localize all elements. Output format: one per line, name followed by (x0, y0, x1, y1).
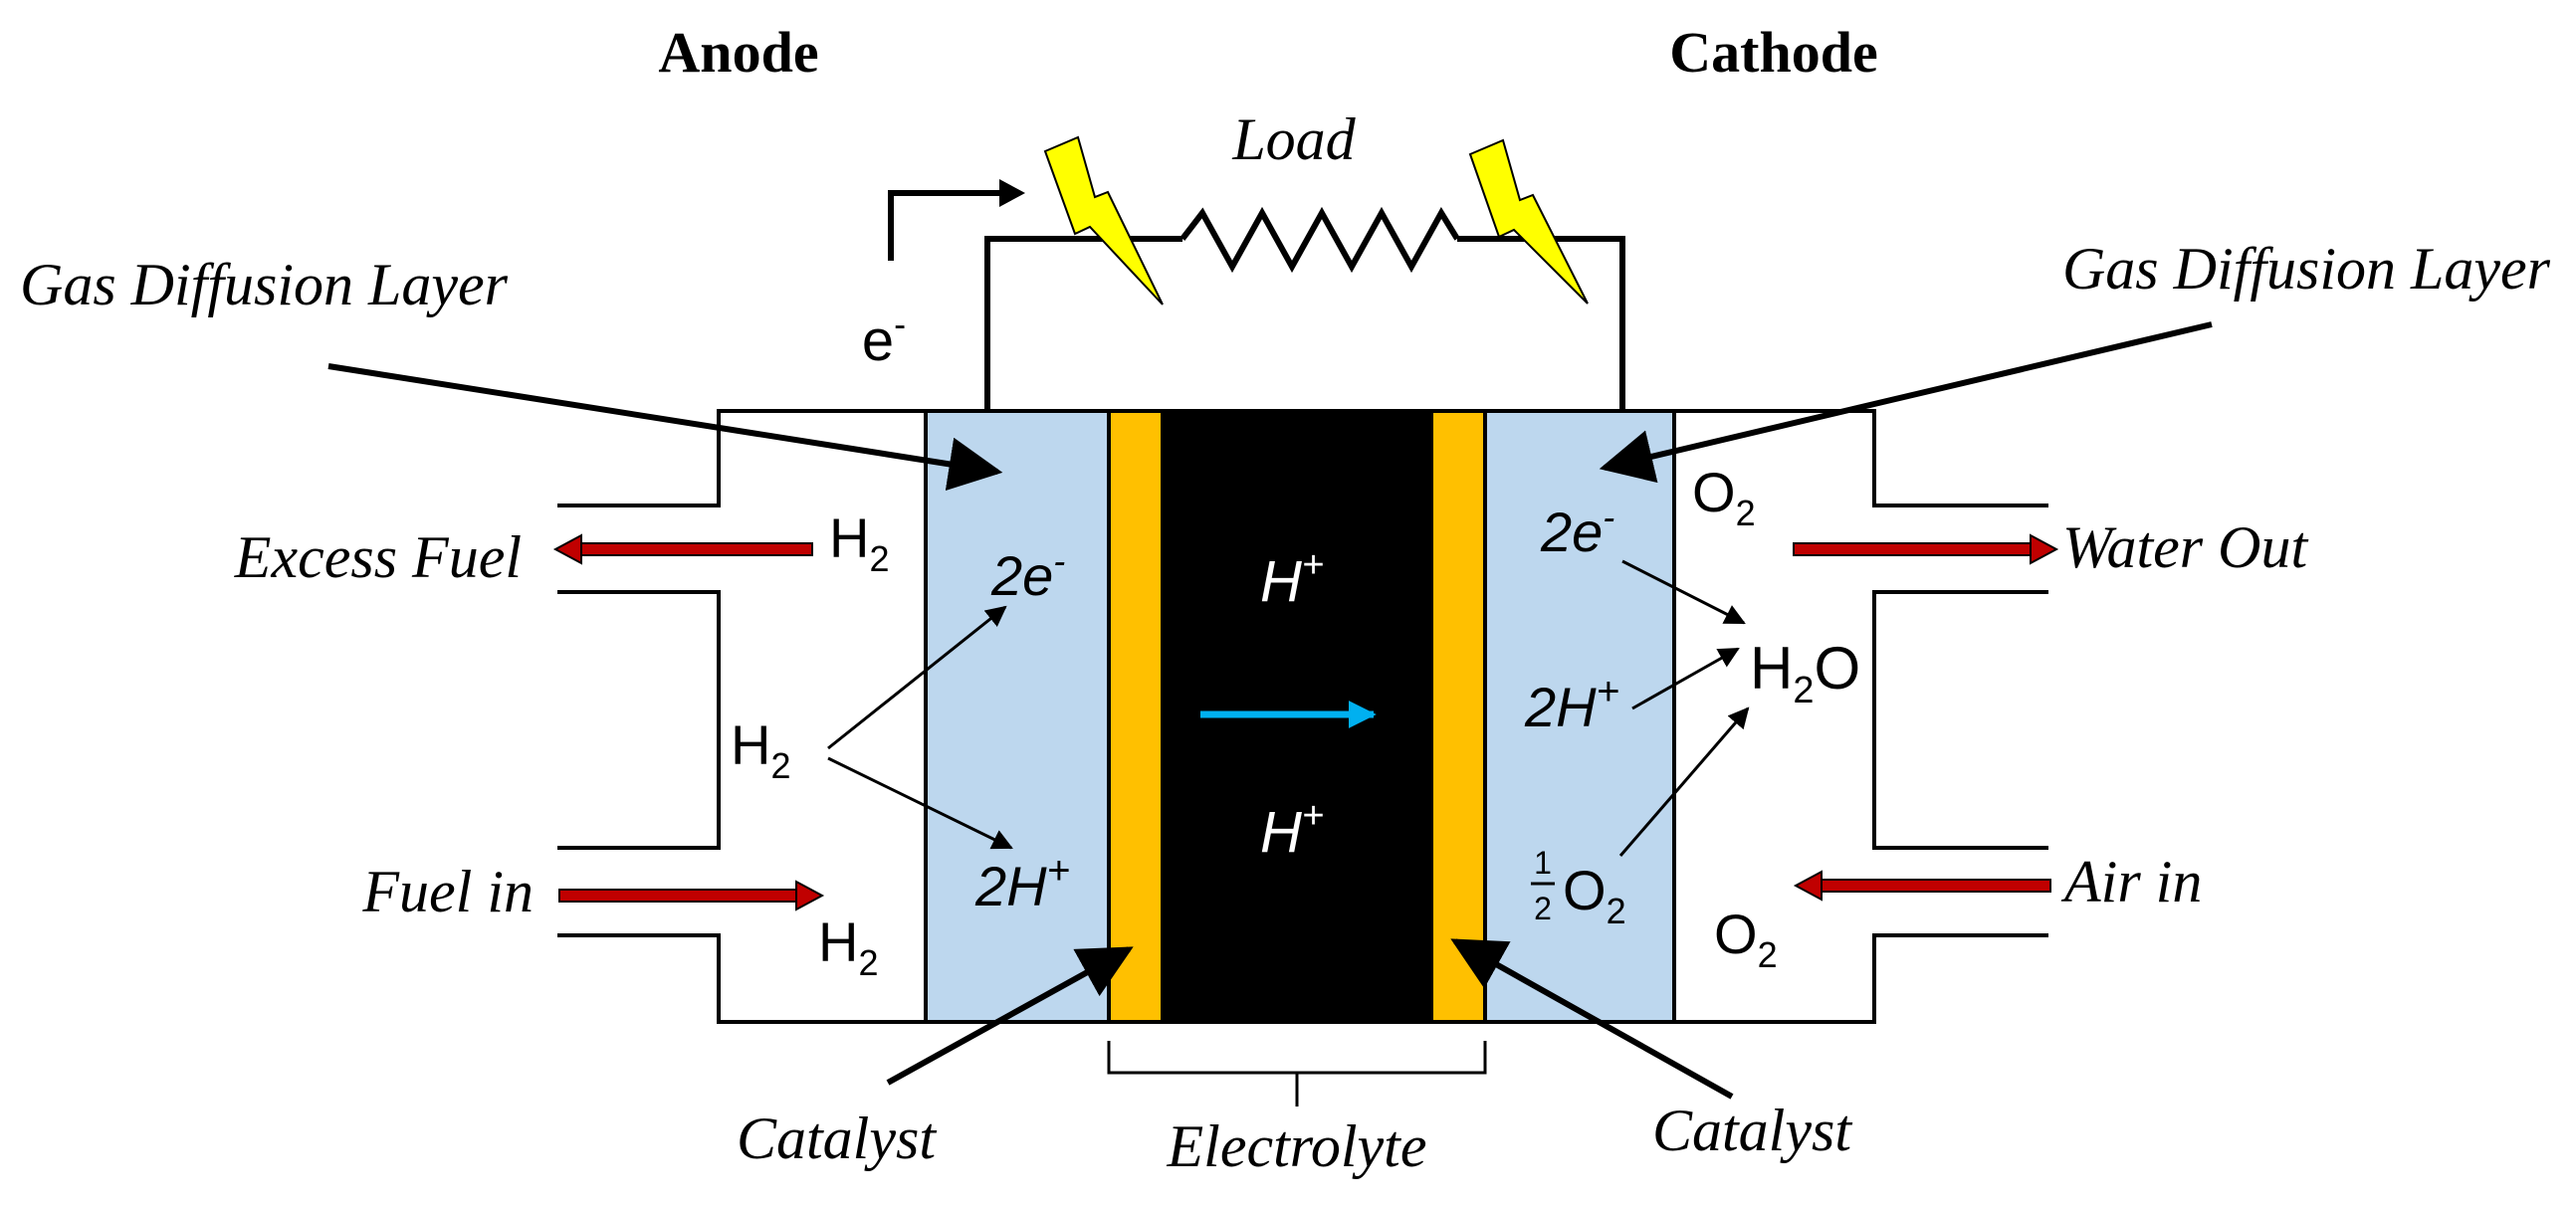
anode-catalyst-layer (1107, 409, 1165, 1024)
electron-label: e- (862, 303, 906, 373)
air-in-label: Air in (2060, 849, 2202, 914)
catalyst-right-label: Catalyst (1652, 1098, 1852, 1163)
electron-flow-arrow (888, 179, 1025, 261)
excess-fuel-label: Excess Fuel (234, 524, 522, 590)
cathode-o2-bottom: O2 (1714, 903, 1778, 975)
svg-text:2: 2 (1534, 891, 1552, 926)
anode-reaction-arrows (827, 605, 1013, 850)
anode-header: Anode (658, 20, 818, 85)
gdl-right-label: Gas Diffusion Layer (2062, 236, 2551, 302)
lightning-bolt-right-icon (1468, 138, 1589, 304)
anode-gas-diffusion-layer (924, 409, 1111, 1024)
catalyst-left-pointer (886, 946, 1134, 1086)
cathode-2h: 2H+ (1524, 670, 1619, 738)
cathode-reaction-arrows (1618, 559, 1750, 857)
gdl-left-label: Gas Diffusion Layer (20, 252, 509, 317)
catalyst-right-pointer (1450, 938, 1734, 1100)
cathode-o2-top: O2 (1692, 461, 1756, 533)
anode-h2-bottom: H2 (818, 910, 878, 983)
fuel-in-label: Fuel in (361, 859, 534, 924)
anode-h2-mid: H2 (731, 713, 790, 786)
anode-h2-top: H2 (829, 506, 889, 579)
lightning-bolt-left-icon (1043, 135, 1164, 305)
gdl-right-pointer (1599, 321, 2213, 484)
cathode-catalyst-layer (1429, 409, 1487, 1024)
water-out-label: Water Out (2062, 514, 2308, 580)
water-out-arrow (1793, 533, 2059, 565)
cathode-h2o: H2O (1750, 635, 1860, 711)
anode-2h: 2H+ (974, 849, 1070, 917)
label-pointers (327, 321, 2213, 1100)
electrolyte-label: Electrolyte (1167, 1113, 1427, 1179)
electrolyte-bracket (1107, 1041, 1487, 1107)
load-label: Load (1231, 106, 1356, 172)
air-in-arrow (1793, 870, 2051, 902)
catalyst-left-label: Catalyst (737, 1106, 937, 1171)
cathode-2e: 2e- (1540, 497, 1614, 563)
anode-2e: 2e- (990, 540, 1065, 607)
cathode-gas-diffusion-layer (1483, 409, 1676, 1024)
membrane-h-top: H+ (1260, 544, 1324, 614)
anode-housing (557, 409, 928, 1024)
svg-text:O2: O2 (1563, 859, 1626, 931)
fuel-in-arrow (558, 880, 825, 911)
load-resistor (1180, 206, 1460, 274)
excess-fuel-arrow (552, 533, 813, 565)
membrane-h-bottom: H+ (1260, 795, 1324, 865)
cathode-header: Cathode (1669, 20, 1877, 85)
cathode-housing (1674, 409, 2048, 1024)
gdl-left-pointer (327, 363, 1003, 492)
svg-text:1: 1 (1534, 845, 1552, 881)
cathode-half-o2: 1 2 O2 (1531, 845, 1626, 931)
